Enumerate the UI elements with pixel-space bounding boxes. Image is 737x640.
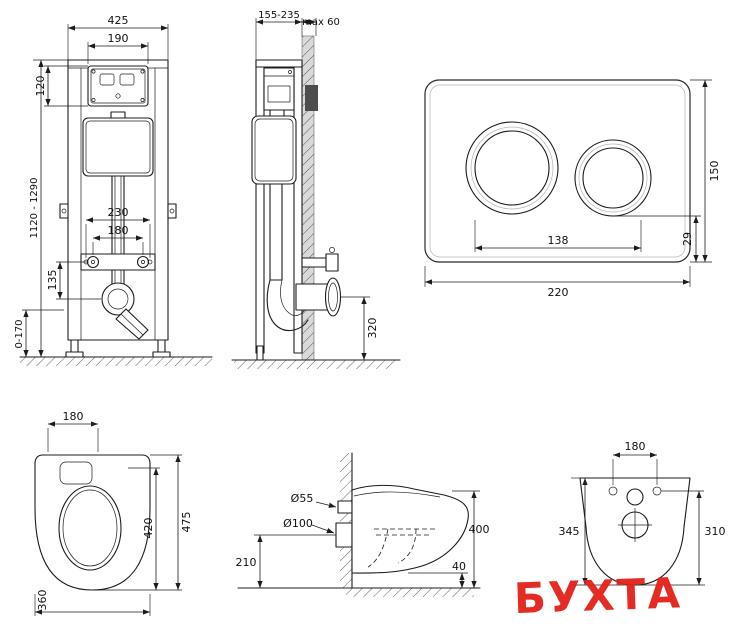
frame-side-view: 155-235 max 60 320 bbox=[231, 10, 401, 369]
wall-bracket bbox=[305, 85, 318, 111]
dim-plan-bowl-length: 420 bbox=[142, 518, 155, 539]
dim-frame-box-width: 190 bbox=[108, 32, 129, 45]
fixing-crossbar bbox=[80, 253, 156, 271]
dim-frame-height-range: 1120 - 1290 bbox=[29, 178, 40, 239]
dim-plate-height: 150 bbox=[708, 161, 721, 182]
dim-side-outlet-height: 320 bbox=[366, 318, 379, 339]
inlet-stub bbox=[337, 500, 353, 514]
dim-back-hole-span: 180 bbox=[625, 440, 646, 453]
dimensions-toilet-plan: 180 420 475 360 bbox=[34, 410, 193, 616]
dimensions-toilet-rear: 180 345 310 bbox=[559, 440, 726, 586]
dim-plan-inlet-width: 180 bbox=[63, 410, 84, 423]
frame-profile bbox=[255, 59, 303, 361]
seat-opening bbox=[58, 485, 122, 571]
toilet-side-view: Ø55 Ø100 210 400 40 bbox=[236, 452, 490, 597]
dim-plan-length-total: 475 bbox=[180, 512, 193, 533]
dim-side-depth-range: 155-235 bbox=[258, 10, 300, 21]
dim-back-height-right: 310 bbox=[705, 525, 726, 538]
dim-plate-width: 220 bbox=[548, 286, 569, 299]
frame-structure bbox=[59, 59, 177, 358]
inlet-hole bbox=[626, 488, 644, 506]
connection-stubs bbox=[335, 500, 353, 548]
water-inlet-valve bbox=[301, 247, 339, 272]
floor-line bbox=[19, 356, 213, 366]
toilet-rear-view: 180 345 310 bbox=[559, 440, 726, 586]
dim-side-wall-max: max 60 bbox=[302, 17, 340, 28]
floor-line bbox=[237, 587, 481, 597]
watermark-text: БУХТА bbox=[513, 568, 683, 623]
label-drain-diameter: Ø100 bbox=[283, 517, 313, 530]
dimensions-toilet-side: Ø55 Ø100 210 400 40 bbox=[236, 490, 490, 588]
dimensions-flush-plate: 150 29 138 220 bbox=[424, 79, 721, 299]
frame-front-view: 425 190 120 230 180 135 0-170 bbox=[14, 14, 213, 366]
dim-frame-drain-offset: 135 bbox=[46, 270, 59, 291]
dim-plan-width: 360 bbox=[36, 590, 49, 611]
wall-section bbox=[340, 452, 353, 589]
dimensions-frame-side: 155-235 max 60 320 bbox=[255, 10, 379, 360]
dim-plate-buttons-span: 138 bbox=[548, 234, 569, 247]
cistern-side bbox=[251, 67, 297, 185]
flush-pipe-and-trap bbox=[266, 183, 342, 332]
dim-frame-fixing-inner: 180 bbox=[108, 224, 129, 237]
bolt-hole-left bbox=[608, 486, 618, 496]
dim-frame-box-height: 120 bbox=[34, 76, 47, 97]
dim-plate-edge-offset: 29 bbox=[681, 232, 694, 246]
inlet-recess bbox=[59, 461, 93, 485]
floor-line bbox=[231, 359, 401, 369]
dim-frame-feet-adjust: 0-170 bbox=[14, 319, 25, 348]
dim-frame-fixing-outer: 230 bbox=[108, 206, 129, 219]
dim-frame-width-total: 425 bbox=[108, 14, 129, 27]
bowl-profile bbox=[351, 484, 469, 574]
dim-back-height-left: 345 bbox=[559, 525, 580, 538]
cistern-tank bbox=[82, 111, 154, 177]
toilet-top-view: 180 420 475 360 bbox=[34, 410, 193, 616]
flush-button-large bbox=[465, 121, 559, 215]
drain-collar bbox=[101, 282, 149, 340]
dim-side-drain-height: 210 bbox=[236, 556, 257, 569]
cistern-inspection-box bbox=[87, 65, 149, 107]
watermark: БУХТА bbox=[513, 568, 683, 623]
dim-side-height: 400 bbox=[469, 523, 490, 536]
dim-side-rim-gap: 40 bbox=[452, 560, 466, 573]
wall-section bbox=[301, 35, 318, 361]
label-inlet-diameter: Ø55 bbox=[291, 492, 314, 505]
flush-plate-view: 150 29 138 220 bbox=[424, 79, 721, 299]
dimensions-frame-front: 425 190 120 230 180 135 0-170 bbox=[14, 14, 169, 357]
drain-stub bbox=[335, 522, 353, 548]
bowl-outline bbox=[34, 454, 151, 591]
